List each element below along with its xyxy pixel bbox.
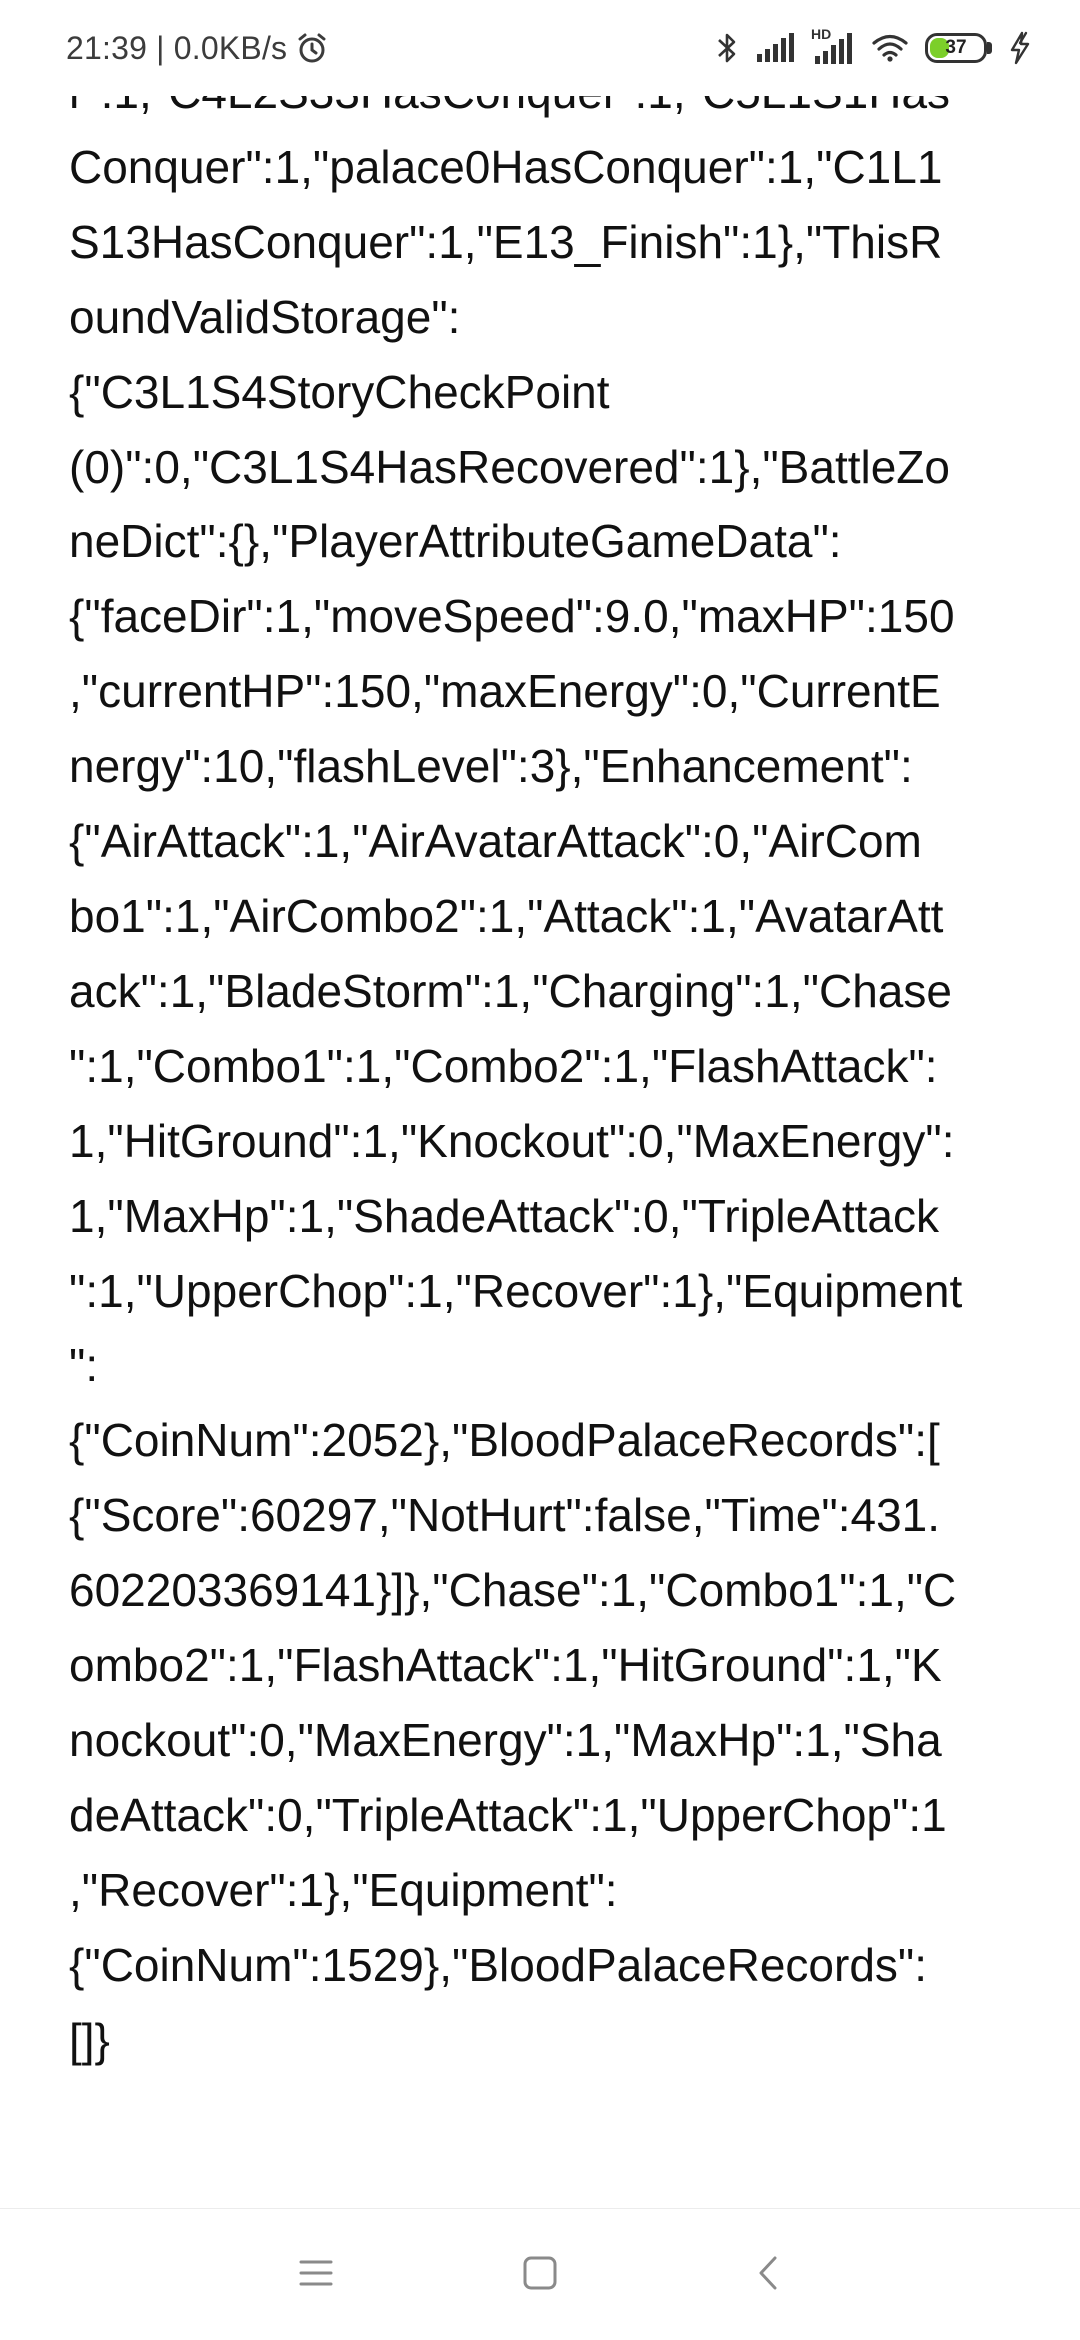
text-line: {"CoinNum":1529},"BloodPalaceRecords": [69,1938,928,1991]
text-line: S13HasConquer":1,"E13_Finish":1},"ThisR [69,215,943,268]
hd-label: HD [811,26,832,42]
status-time-speed: 21:39 | 0.0KB/s [66,29,288,66]
text-line: deAttack":0,"TripleAttack":1,"UpperChop"… [69,1788,947,1841]
text-line: 602203369141}]},"Chase":1,"Combo1":1,"C [69,1564,957,1617]
charging-bolt-icon [1008,31,1032,65]
text-line: ,"Recover":1},"Equipment": [69,1863,618,1916]
home-button[interactable] [510,2245,570,2305]
text-line: {"AirAttack":1,"AirAvatarAttack":0,"AirC… [69,815,922,868]
text-line: ack":1,"BladeStorm":1,"Charging":1,"Chas… [69,964,952,1017]
text-line: {"faceDir":1,"moveSpeed":9.0,"maxHP":150 [69,590,955,643]
text-line: {"Score":60297,"NotHurt":false,"Time":43… [69,1489,941,1542]
status-right: HD 37 [715,26,1032,68]
text-line: ":1,"Combo1":1,"Combo2":1,"FlashAttack": [69,1039,938,1092]
battery-icon: 37 [925,33,987,63]
text-line: ": [69,1339,99,1392]
text-line: Conquer":1,"palace0HasConquer":1,"C1L1 [69,140,943,193]
text-line: {"CoinNum":2052},"BloodPalaceRecords":[ [69,1414,940,1467]
status-bar: 21:39 | 0.0KB/s HD [0,0,1080,96]
recent-apps-button[interactable] [286,2245,346,2305]
text-line: bo1":1,"AirCombo2":1,"Attack":1,"AvatarA… [69,889,944,942]
cellular-signal-icon [755,32,795,64]
battery-indicator: 37 [925,33,992,63]
battery-cap [987,42,992,54]
battery-level: 37 [945,37,967,58]
home-square-icon [522,2255,558,2296]
text-line: 1,"HitGround":1,"Knockout":0,"MaxEnergy"… [69,1114,955,1167]
text-viewer[interactable]: r":1,"C4L2S33HasConquer":1,"C5L1S1HasCon… [0,0,1080,2208]
back-chevron-icon [756,2255,780,2296]
document-text: r":1,"C4L2S33HasConquer":1,"C5L1S1HasCon… [69,55,1019,2077]
text-line: ":1,"UpperChop":1,"Recover":1},"Equipmen… [69,1264,963,1317]
status-left: 21:39 | 0.0KB/s [66,26,329,70]
text-line: (0)":0,"C3L1S4HasRecovered":1},"BattleZo [69,440,950,493]
text-line: {"C3L1S4StoryCheckPoint [69,365,610,418]
text-line: neDict":{},"PlayerAttributeGameData": [69,515,842,568]
menu-lines-icon [298,2258,334,2293]
bluetooth-icon [715,30,739,66]
back-button[interactable] [738,2245,798,2305]
battery-fill [930,38,950,58]
cellular-signal-hd-icon: HD [811,26,855,66]
text-line: ,"currentHP":150,"maxEnergy":0,"CurrentE [69,665,941,718]
text-line: 1,"MaxHp":1,"ShadeAttack":0,"TripleAttac… [69,1189,939,1242]
wifi-icon [871,33,909,63]
alarm-clock-icon [295,31,329,65]
navigation-bar [0,2208,1080,2340]
text-line: ombo2":1,"FlashAttack":1,"HitGround":1,"… [69,1639,942,1692]
text-line: nockout":0,"MaxEnergy":1,"MaxHp":1,"Sha [69,1713,942,1766]
text-line: oundValidStorage": [69,290,461,343]
text-line: nergy":10,"flashLevel":3},"Enhancement": [69,740,913,793]
text-line: []} [69,2013,110,2066]
